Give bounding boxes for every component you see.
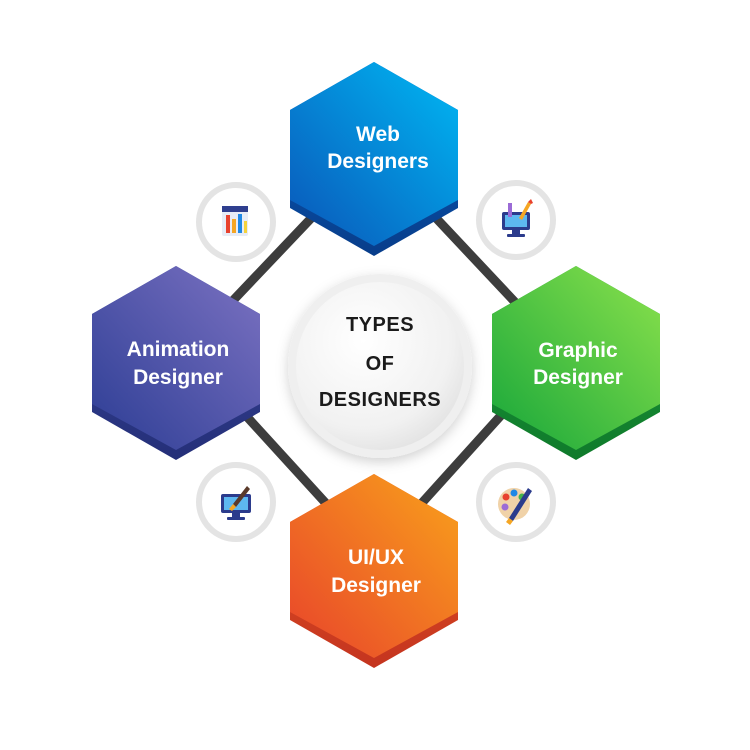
hexagon-graphic-designer: Graphic Designer — [492, 266, 660, 460]
icon-circle-top-right — [476, 180, 556, 260]
monitor-brush-icon — [221, 486, 251, 520]
design-tools-monitor-icon — [502, 199, 533, 237]
hexagon-web-designers: Web Designers — [290, 62, 458, 256]
color-palette-brush-icon — [498, 488, 532, 525]
uiux-designer-label-line-2: Designer — [331, 574, 421, 597]
icon-circle-bottom-left — [196, 462, 276, 542]
web-layout-icon — [222, 206, 248, 236]
icon-circle-bottom-right — [476, 462, 556, 542]
uiux-designer-label-line-1: UI/UX — [348, 546, 404, 569]
center-title-line-3: DESIGNERS — [319, 389, 441, 411]
web-designers-label-line-2: Designers — [327, 150, 429, 173]
hexagon-animation-designer: Animation Designer — [92, 266, 260, 460]
icon-circle-top-left — [196, 182, 276, 262]
graphic-designer-label-line-1: Graphic — [538, 339, 618, 362]
animation-designer-label-line-1: Animation — [127, 338, 230, 361]
center-title-line-2: OF — [366, 353, 395, 375]
web-designers-label-line-1: Web — [356, 123, 400, 146]
graphic-designer-label-line-2: Designer — [533, 366, 623, 389]
center-title-line-1: TYPES — [346, 314, 414, 336]
center-circle: TYPES OF DESIGNERS — [288, 274, 472, 458]
animation-designer-label-line-2: Designer — [133, 366, 223, 389]
hexagon-uiux-designer: UI/UX Designer — [290, 474, 458, 668]
